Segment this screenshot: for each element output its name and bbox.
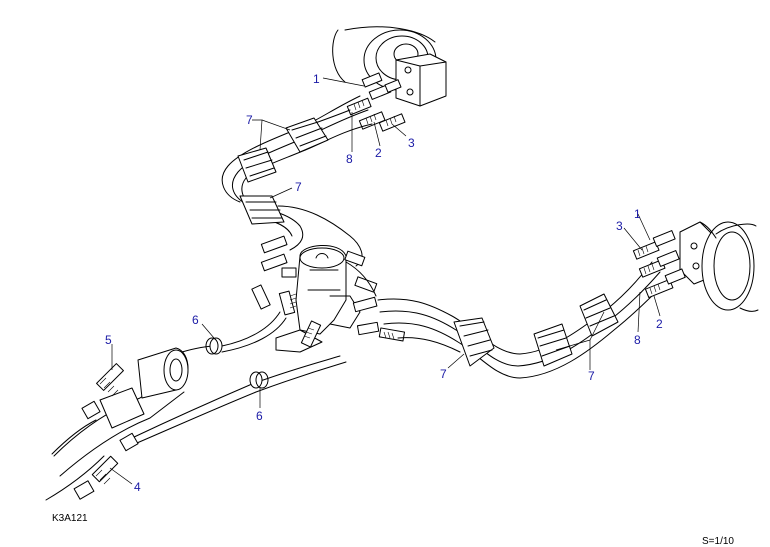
callout-5: 5 xyxy=(105,333,112,347)
scale-label: S=1/10 xyxy=(702,536,734,547)
callout-2-upper: 2 xyxy=(375,146,382,160)
right-protector-sleeves xyxy=(453,293,619,367)
callout-3-upper: 3 xyxy=(408,136,415,150)
callouts: 1 2 3 8 7 7 1 3 2 8 7 7 6 6 5 4 xyxy=(105,72,663,494)
grommets xyxy=(205,337,269,389)
right-travel-motor xyxy=(679,221,759,312)
callout-2-right: 2 xyxy=(656,317,663,331)
callout-7-upper-b: 7 xyxy=(295,180,302,194)
right-fittings xyxy=(632,230,686,299)
callout-4: 4 xyxy=(134,480,141,494)
right-hose-bundle xyxy=(345,261,667,379)
callout-8-upper: 8 xyxy=(346,152,353,166)
drawing-code: K3A121 xyxy=(52,513,88,524)
callout-3-right: 3 xyxy=(616,219,623,233)
callout-7-right-b: 7 xyxy=(588,369,595,383)
callout-6-a: 6 xyxy=(192,313,199,327)
lower-fittings xyxy=(73,363,139,500)
lower-cylinder xyxy=(45,347,189,501)
callout-7-upper-a: 7 xyxy=(246,113,253,127)
callout-1-right: 1 xyxy=(634,207,641,221)
center-fittings xyxy=(251,235,406,348)
callout-7-right-a: 7 xyxy=(440,367,447,381)
leader-lines xyxy=(109,77,661,485)
callout-6-b: 6 xyxy=(256,409,263,423)
upper-protector-sleeves xyxy=(237,117,329,225)
callout-1-upper: 1 xyxy=(313,72,320,86)
upper-travel-motor xyxy=(332,26,447,107)
upper-fittings xyxy=(346,72,406,132)
callout-8-right: 8 xyxy=(634,333,641,347)
